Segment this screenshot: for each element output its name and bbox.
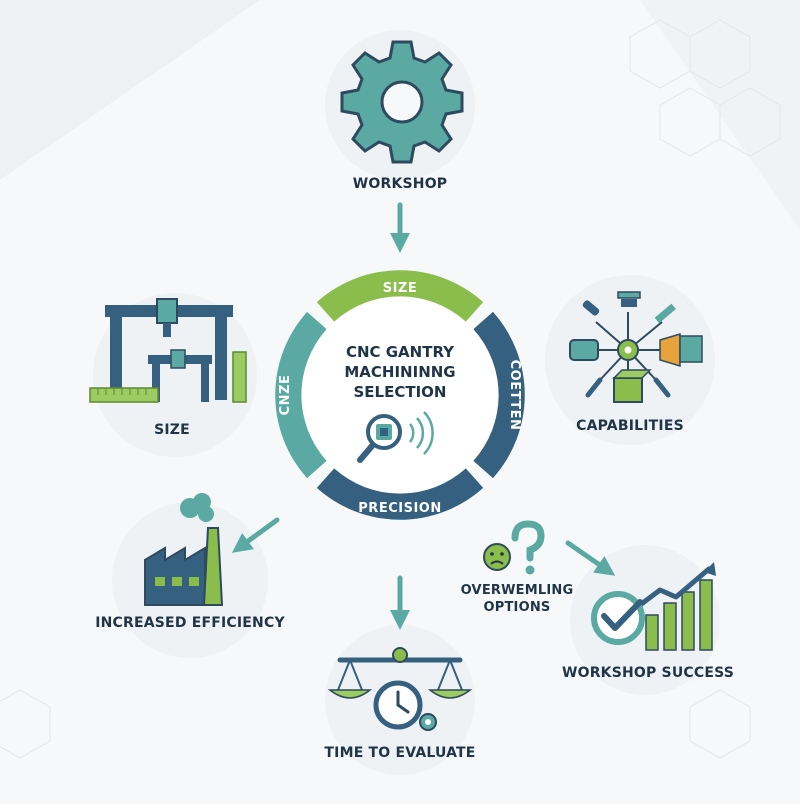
gantry-machine-icon bbox=[89, 298, 247, 403]
ring-label-left: CNZE bbox=[278, 375, 293, 416]
center-title-line-1: CNC GANTRY bbox=[345, 343, 455, 361]
arrow-options-to-success bbox=[565, 540, 616, 576]
bg-hex-pattern bbox=[0, 19, 781, 759]
overwhelming-label-line-1: OVERWEMLING bbox=[460, 583, 574, 598]
arrow-center-to-efficiency bbox=[231, 517, 280, 553]
scale-clock-icon bbox=[327, 647, 473, 731]
success-node-bg bbox=[570, 545, 720, 695]
ring-segment-right bbox=[473, 311, 525, 479]
factory-icon bbox=[144, 493, 224, 606]
center-ring: SIZE CNZE COETTEN PRECISION bbox=[275, 270, 525, 520]
workshop-label: WORKSHOP bbox=[352, 176, 448, 192]
center-title-line-2: MACHININNG bbox=[344, 363, 456, 381]
center-title-line-3: SELECTION bbox=[353, 383, 447, 401]
overwhelming-label-line-2: OPTIONS bbox=[483, 600, 551, 615]
ring-label-bottom: PRECISION bbox=[358, 501, 441, 516]
ring-label-top: SIZE bbox=[383, 281, 418, 296]
ring-label-right: COETTEN bbox=[507, 360, 522, 431]
efficiency-label: INCREASED EFFICIENCY bbox=[95, 615, 285, 631]
overwhelming-label: OVERWEMLING OPTIONS bbox=[461, 582, 574, 616]
bg-shape-top-left bbox=[0, 0, 260, 180]
time-label: TIME TO EVALUATE bbox=[324, 745, 476, 761]
success-label: WORKSHOP SUCCESS bbox=[561, 665, 735, 681]
magnifier-chip-icon bbox=[357, 411, 434, 463]
size-label: SIZE bbox=[154, 422, 190, 438]
ring-segment-bottom bbox=[316, 468, 484, 520]
checkmark-chart-icon bbox=[591, 562, 716, 651]
capabilities-label: CAPABILITIES bbox=[576, 418, 684, 434]
ring-segment-top bbox=[316, 270, 484, 322]
ring-segment-left bbox=[275, 311, 327, 479]
gear-icon bbox=[340, 40, 464, 164]
confused-face-icon bbox=[483, 520, 545, 575]
center-title: CNC GANTRY MACHININNG SELECTION bbox=[315, 342, 485, 402]
tools-cluster-icon bbox=[569, 291, 703, 403]
